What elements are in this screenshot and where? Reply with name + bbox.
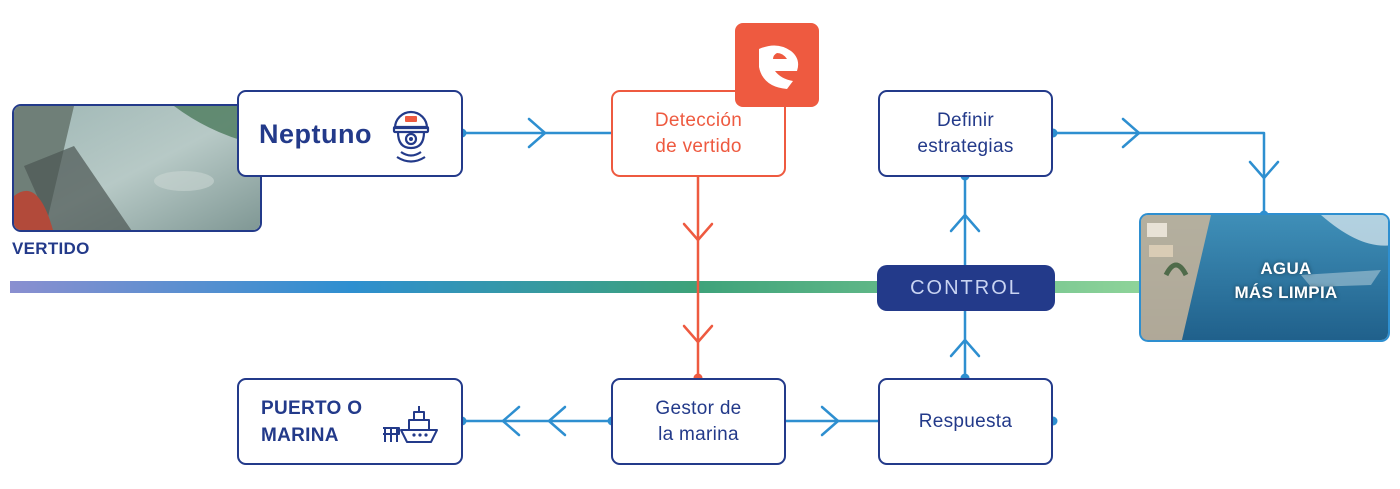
- brand-logo-glyph: [759, 45, 799, 89]
- arrow-gestor-respuesta: [820, 405, 840, 437]
- node-respuesta: Respuesta: [878, 378, 1053, 465]
- deteccion-line1: Detección: [654, 109, 743, 131]
- arrow-red-1: [682, 222, 714, 242]
- control-band: [10, 281, 1145, 293]
- gestor-line2: la marina: [658, 423, 739, 445]
- node-neptuno: Neptuno: [237, 90, 463, 177]
- gestor-line1: Gestor de: [655, 397, 742, 419]
- edge-definir-agua: [1051, 131, 1266, 217]
- arrow-red-2: [682, 324, 714, 344]
- node-gestor: Gestor de la marina: [611, 378, 786, 465]
- arrow-definir-agua-v: [1248, 160, 1280, 180]
- deteccion-line2: de vertido: [655, 135, 742, 157]
- node-definir: Definir estrategias: [878, 90, 1053, 177]
- agua-photo-scene: [1141, 215, 1388, 340]
- brand-logo-icon: [735, 23, 819, 107]
- agua-photo: AGUA MÁS LIMPIA: [1139, 213, 1390, 342]
- vertido-photo: [12, 104, 262, 232]
- arrow-definir-agua-h: [1121, 117, 1141, 149]
- definir-line2: estrategias: [917, 135, 1014, 157]
- definir-line1: Definir: [936, 109, 994, 131]
- vertido-caption: VERTIDO: [12, 239, 90, 258]
- agua-label: AGUA MÁS LIMPIA: [1211, 257, 1361, 305]
- arrow-to-gestor: [547, 405, 567, 437]
- arrow-to-puerto: [501, 405, 521, 437]
- control-label: CONTROL: [877, 265, 1055, 311]
- agua-line1: AGUA: [1260, 259, 1312, 278]
- camera-sensor-icon: [392, 110, 430, 163]
- agua-line2: MÁS LIMPIA: [1234, 283, 1338, 302]
- node-puerto: PUERTO O MARINA: [237, 378, 463, 465]
- vertido-photo-scene: [14, 106, 260, 230]
- arrow-up-1: [949, 213, 981, 233]
- neptuno-label: Neptuno: [259, 118, 372, 149]
- puerto-line2: MARINA: [261, 424, 339, 446]
- puerto-line1: PUERTO O: [261, 397, 363, 419]
- arrow-neptuno-deteccion: [527, 117, 547, 149]
- arrow-up-2: [949, 338, 981, 358]
- ship-icon: [383, 406, 438, 443]
- respuesta-label: Respuesta: [918, 410, 1013, 432]
